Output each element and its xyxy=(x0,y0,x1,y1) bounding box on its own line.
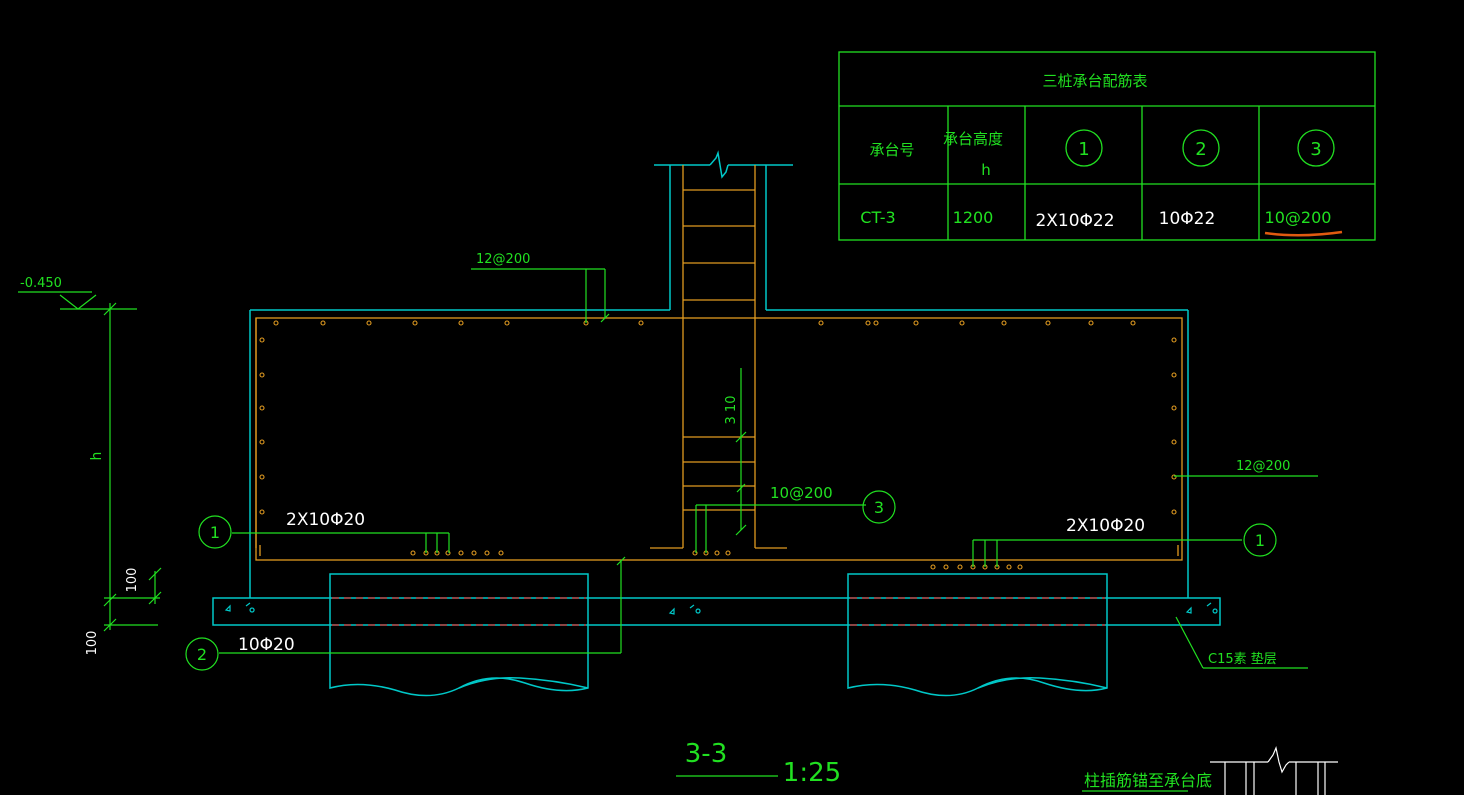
callout-1-left: 1 xyxy=(210,523,220,542)
stirrup-label: 10@200 xyxy=(770,484,833,502)
column-anchor-note: 柱插筋锚至承台底 xyxy=(1084,771,1212,790)
table-cell-bar-2: 10Φ22 xyxy=(1159,209,1216,229)
table-header-cap-no: 承台号 xyxy=(869,141,914,159)
table-header-bar-1: 1 xyxy=(1078,139,1089,160)
table-cell-bar-3: 10@200 xyxy=(1265,208,1332,227)
bottom-left-bar-label: 2X10Φ20 xyxy=(286,510,365,530)
bar2-label: 10Φ20 xyxy=(238,635,295,655)
dim-h-label: h xyxy=(89,452,105,461)
table-header-h: h xyxy=(981,161,991,179)
side-bar-label: 12@200 xyxy=(1236,459,1290,474)
section-title: 3-3 xyxy=(685,739,727,769)
table-cell-bar-1: 2X10Φ22 xyxy=(1035,211,1114,231)
table-header-cap-height: 承台高度 xyxy=(943,130,1003,148)
cap-outline xyxy=(212,150,1221,697)
elevation-label: -0.450 xyxy=(20,276,62,291)
table-header-bar-3: 3 xyxy=(1310,139,1321,160)
cushion-hatch xyxy=(224,602,1218,615)
top-bar-label: 12@200 xyxy=(476,252,530,267)
scale-label: 1:25 xyxy=(783,758,841,788)
rebar-dots xyxy=(259,320,1177,570)
table-header-bar-2: 2 xyxy=(1195,139,1206,160)
callout-2: 2 xyxy=(197,645,207,664)
dim-ticks xyxy=(600,313,746,566)
highlight-underline xyxy=(1264,230,1343,237)
callout-3: 3 xyxy=(874,498,884,517)
reinforcement-table xyxy=(838,51,1376,241)
cushion-label: C15素 垫层 xyxy=(1208,651,1277,667)
dim-100-upper: 100 xyxy=(125,568,140,593)
dimension-lines xyxy=(18,268,1318,792)
rebar-cage xyxy=(255,165,1183,561)
table-cell-cap-id: CT-3 xyxy=(860,208,895,227)
table-cell-height: 1200 xyxy=(953,208,994,227)
dim-100-lower: 100 xyxy=(85,631,100,656)
pile-top-lines xyxy=(332,597,1105,626)
table-title: 三桩承台配筋表 xyxy=(1042,72,1147,90)
callout-1-right: 1 xyxy=(1255,531,1265,550)
dim-310-label: 3 10 xyxy=(724,396,739,425)
column-detail-fragment xyxy=(1210,746,1338,795)
bottom-right-bar-label: 2X10Φ20 xyxy=(1066,516,1145,536)
